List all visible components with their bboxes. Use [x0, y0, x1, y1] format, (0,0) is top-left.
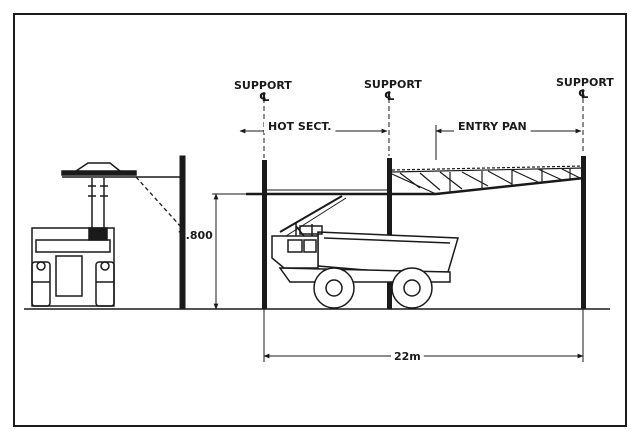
span-label-backing	[391, 349, 424, 364]
overhead-wire	[246, 189, 436, 196]
support-centerline-1: ℄	[259, 90, 270, 104]
height-label: 7.800	[178, 229, 213, 242]
entry-pan-truss	[391, 165, 585, 196]
support-pole-1	[262, 160, 267, 309]
support-label-3: SUPPORT	[556, 76, 614, 89]
entry-pan-label: ENTRY PAN	[458, 120, 527, 133]
height-dimension	[212, 193, 246, 310]
support-label-1: SUPPORT	[234, 79, 292, 92]
end-view-truck	[31, 162, 137, 307]
end-view-pole	[62, 155, 186, 310]
hot-section-label: HOT SECT.	[268, 120, 331, 133]
span-label: 22m	[394, 350, 421, 363]
drawing-frame	[13, 13, 627, 427]
haul-truck-side	[271, 195, 459, 309]
hot-section-label-backing	[264, 120, 336, 133]
support-label-2: SUPPORT	[364, 78, 422, 91]
support-centerline-3: ℄	[578, 87, 589, 101]
support-poles	[262, 156, 586, 309]
support-pole-3	[581, 156, 586, 309]
support-pole-2	[387, 158, 392, 309]
centerline-marks	[263, 98, 584, 158]
support-centerline-2: ℄	[384, 89, 395, 103]
entry-pan-label-backing	[454, 120, 531, 133]
